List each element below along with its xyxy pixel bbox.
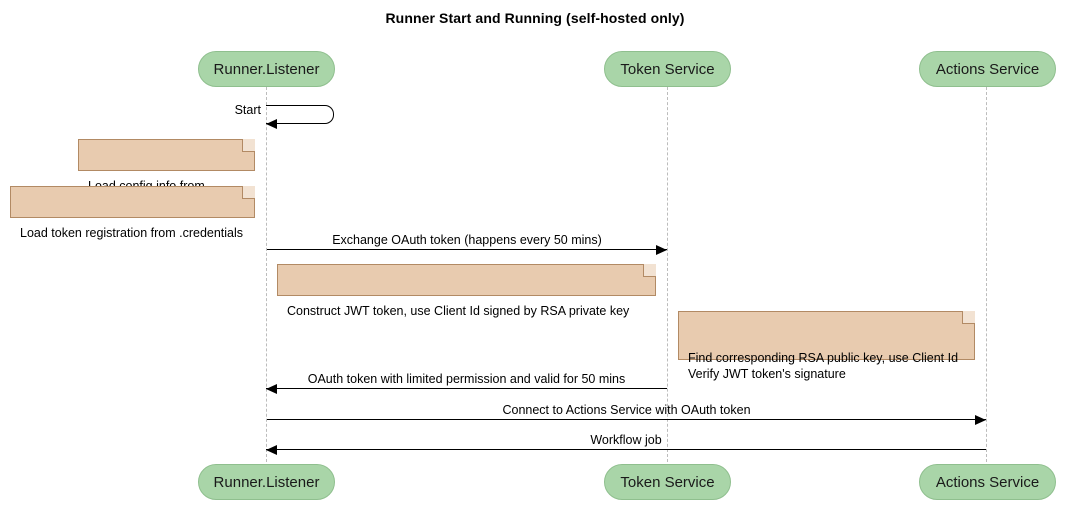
message-label-exchange-oauth-token: Exchange OAuth token (happens every 50 m… (332, 233, 602, 247)
page-title: Runner Start and Running (self-hosted on… (385, 10, 685, 26)
lifeline-actions-service (986, 87, 987, 462)
participant-label: Runner.Listener (213, 473, 320, 491)
arrow-head-exchange-oauth-token (656, 245, 667, 255)
note-construct-jwt-token: Construct JWT token, use Client Id signe… (277, 264, 656, 318)
participant-label: Actions Service (935, 473, 1040, 491)
note-fold-icon (643, 264, 656, 277)
note-text: Load token registration from .credential… (20, 226, 244, 240)
message-label-start: Start (234, 103, 261, 117)
message-label-oauth-token-response: OAuth token with limited permission and … (307, 372, 626, 386)
arrow-head-workflow-job (266, 445, 277, 455)
note-fold-icon (242, 139, 255, 152)
note-load-token-registration: Load token registration from .credential… (10, 186, 255, 240)
arrow-head-oauth-token-response (266, 384, 277, 394)
arrow-head-connect-to-actions-service (975, 415, 986, 425)
participant-runner-listener-top[interactable]: Runner.Listener (198, 51, 335, 87)
note-fold-icon (242, 186, 255, 199)
participant-label: Token Service (620, 60, 715, 78)
arrow-head-start (266, 119, 277, 129)
participant-actions-service-top[interactable]: Actions Service (919, 51, 1056, 87)
note-verify-jwt-token: Find corresponding RSA public key, use C… (678, 311, 975, 381)
note-load-config-info: Load config info from .runner (78, 139, 255, 209)
participant-runner-listener-bottom[interactable]: Runner.Listener (198, 464, 335, 500)
note-fold-icon (962, 311, 975, 324)
self-loop-start (266, 105, 334, 124)
message-label-connect-to-actions-service: Connect to Actions Service with OAuth to… (502, 403, 751, 417)
note-text: Find corresponding RSA public key, use C… (688, 351, 959, 381)
message-line-workflow-job (266, 449, 986, 450)
message-line-exchange-oauth-token (267, 249, 667, 250)
participant-token-service-bottom[interactable]: Token Service (604, 464, 731, 500)
participant-label: Token Service (620, 473, 715, 491)
lifeline-token-service (667, 87, 668, 462)
participant-label: Actions Service (935, 60, 1040, 78)
message-label-workflow-job: Workflow job (590, 433, 662, 447)
participant-actions-service-bottom[interactable]: Actions Service (919, 464, 1056, 500)
note-text: Construct JWT token, use Client Id signe… (287, 304, 630, 318)
lifeline-runner-listener (266, 87, 267, 462)
message-line-oauth-token-response (266, 388, 667, 389)
participant-label: Runner.Listener (213, 60, 320, 78)
message-line-connect-to-actions-service (267, 419, 986, 420)
participant-token-service-top[interactable]: Token Service (604, 51, 731, 87)
